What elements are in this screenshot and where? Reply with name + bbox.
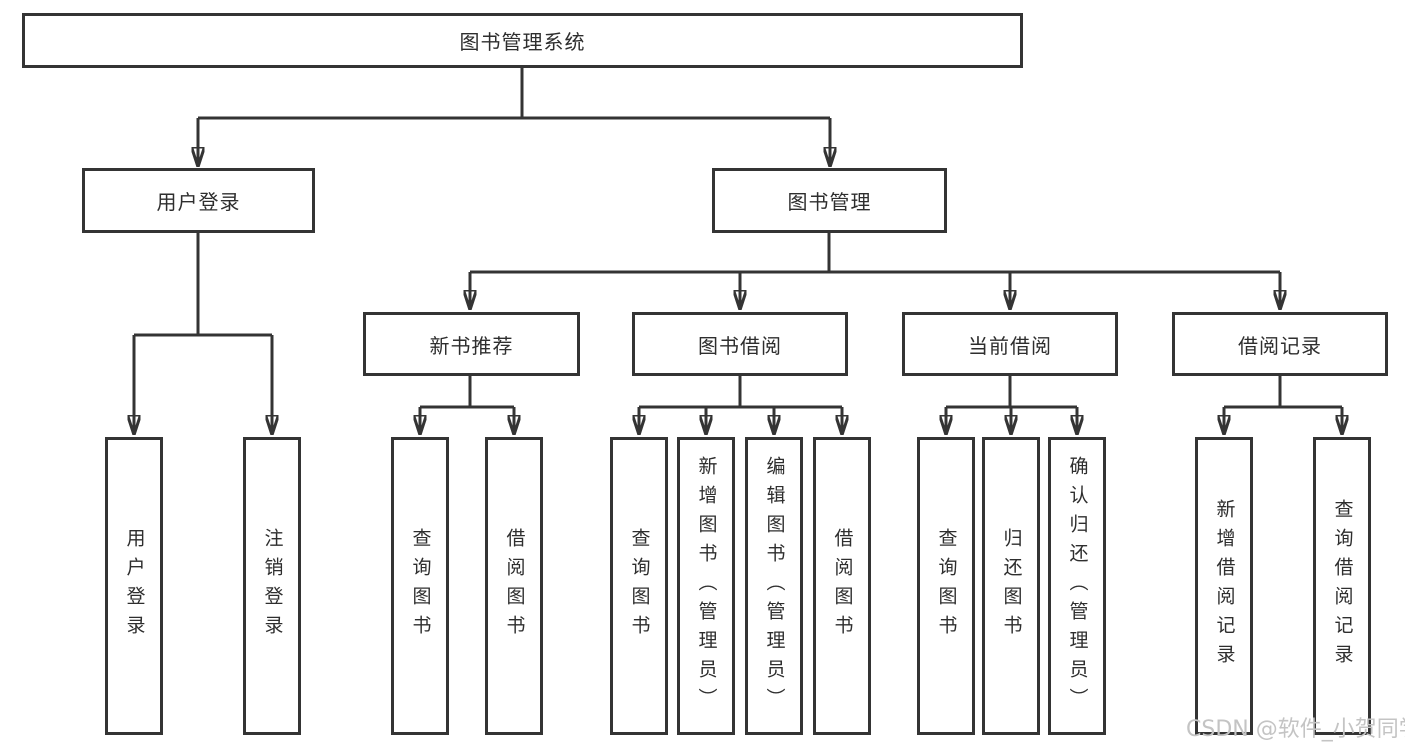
node-label: 查询图书 (935, 528, 958, 644)
leaf-borrow-books: 借阅图书 (813, 437, 871, 735)
connector-root-to-level2 (198, 68, 830, 165)
node-label: 用户登录 (123, 528, 146, 644)
node-book-management: 图书管理 (712, 168, 947, 233)
node-label: 当前借阅 (968, 333, 1052, 358)
leaf-query-books-recommend: 查询图书 (391, 437, 449, 735)
connector-user-login-to-leaves (134, 233, 272, 433)
node-label: 图书管理系统 (459, 30, 586, 54)
node-borrow-records: 借阅记录 (1172, 312, 1388, 376)
node-user-login: 用户登录 (82, 168, 315, 233)
node-new-book-recommend: 新书推荐 (363, 312, 580, 376)
leaf-add-borrow-record: 新增借阅记录 (1195, 437, 1253, 735)
node-label: 新书推荐 (429, 333, 514, 358)
node-library-management-system: 图书管理系统 (22, 13, 1023, 68)
node-current-borrow: 当前借阅 (902, 312, 1118, 376)
node-label: 用户登录 (156, 190, 241, 214)
connector-book-management-to-level3 (470, 233, 1280, 308)
leaf-borrow-books-recommend: 借阅图书 (485, 437, 543, 735)
connector-current-borrow-to-leaves (946, 376, 1077, 433)
node-label: 借阅记录 (1238, 333, 1322, 358)
node-label: 编辑图书（管理员） (763, 455, 786, 717)
leaf-logout: 注销登录 (243, 437, 301, 735)
node-label: 注销登录 (261, 528, 284, 644)
leaf-query-books-borrow: 查询图书 (610, 437, 668, 735)
node-label: 查询图书 (628, 528, 651, 644)
node-label: 新增图书（管理员） (695, 455, 718, 717)
connector-book-borrow-to-leaves (639, 376, 842, 433)
leaf-query-borrow-record: 查询借阅记录 (1313, 437, 1371, 735)
node-label: 新增借阅记录 (1213, 499, 1236, 673)
leaf-user-login: 用户登录 (105, 437, 163, 735)
node-label: 借阅图书 (831, 528, 854, 644)
node-label: 图书借阅 (698, 333, 782, 358)
node-label: 查询借阅记录 (1331, 499, 1354, 673)
leaf-add-books-admin: 新增图书（管理员） (677, 437, 735, 735)
leaf-return-books: 归还图书 (982, 437, 1040, 735)
node-label: 图书管理 (787, 190, 872, 214)
node-label: 借阅图书 (503, 528, 526, 644)
node-label: 确认归还（管理员） (1066, 455, 1089, 717)
node-label: 查询图书 (409, 528, 432, 644)
connector-borrow-records-to-leaves (1224, 376, 1342, 433)
leaf-edit-books-admin: 编辑图书（管理员） (745, 437, 803, 735)
connector-new-book-recommend-to-leaves (420, 376, 514, 433)
leaf-query-books-current: 查询图书 (917, 437, 975, 735)
node-book-borrow: 图书借阅 (632, 312, 848, 376)
csdn-watermark: CSDN @软件_小贺同学 (1186, 717, 1405, 742)
node-label: 归还图书 (1000, 528, 1023, 644)
leaf-confirm-return-admin: 确认归还（管理员） (1048, 437, 1106, 735)
